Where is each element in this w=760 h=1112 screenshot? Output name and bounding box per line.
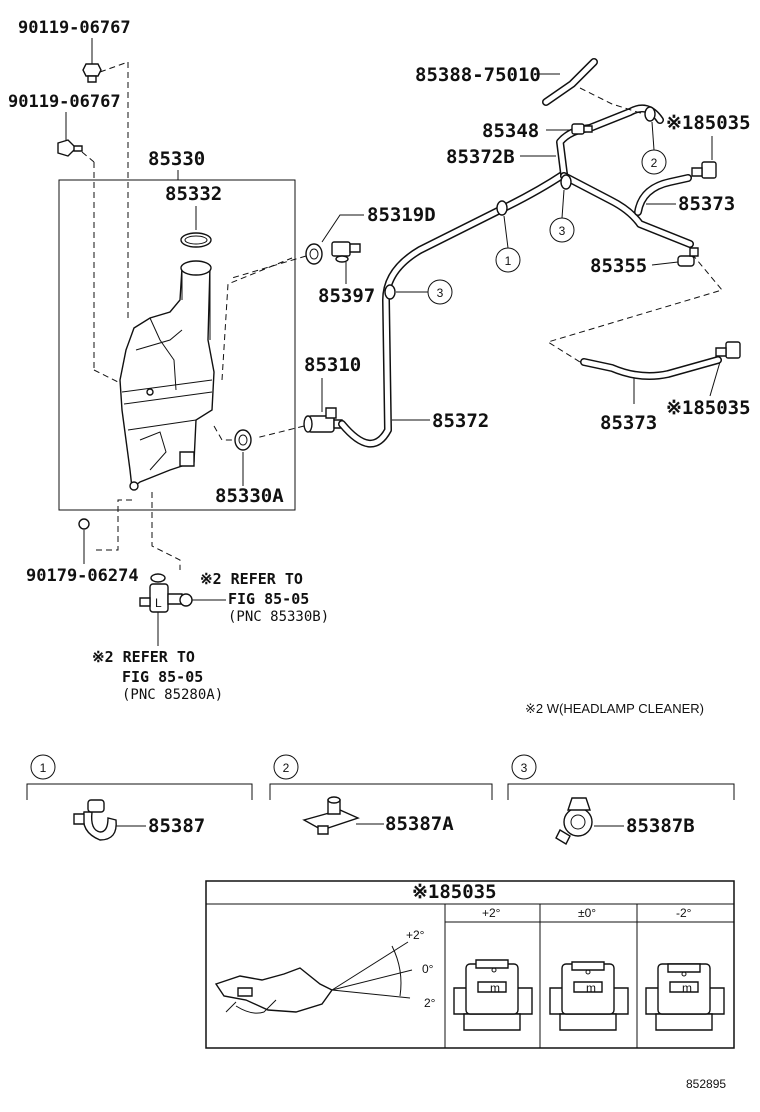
clamp-1-part: 85387 — [148, 815, 205, 837]
clamp-85387-icon — [74, 800, 116, 840]
hose-85372-label: 85372 — [432, 410, 489, 432]
dash-85319d — [232, 256, 306, 278]
refer-lower-line3: (PNC 85280A) — [122, 687, 223, 703]
hose-85372-icon — [342, 174, 564, 444]
dash-lower-route — [548, 254, 722, 362]
bolt-top-icon — [83, 64, 101, 82]
refer-lower-line2: FIG 85-05 — [122, 668, 203, 686]
dash-tank-pump — [152, 492, 180, 570]
refer-upper-line2: FIG 85-05 — [228, 590, 309, 608]
motor-85310-icon — [304, 408, 342, 432]
cap-gasket-icon — [181, 233, 211, 247]
nozzle-85397-icon — [332, 242, 360, 262]
check-85355-icon — [678, 248, 698, 266]
jet-view-plus2-icon: m — [454, 960, 532, 1030]
dash-screw-lower — [92, 500, 132, 550]
leader-85355 — [652, 262, 678, 265]
joint-85348-label: 85348 — [482, 120, 539, 142]
clamp-legend-3: 3 85387B — [508, 755, 734, 844]
callout-1: 1 — [505, 254, 512, 268]
dash-85310 — [256, 426, 304, 438]
grommet-85319d-label: 85319D — [367, 204, 436, 226]
headlamp-pump-icon: L — [140, 574, 192, 612]
callout-3a: 3 — [559, 224, 566, 238]
jet-top-label: ※185035 — [666, 112, 751, 134]
bolt-second-icon — [58, 140, 82, 156]
footnote-headlamp: ※2 W(HEADLAMP CLEANER) — [525, 701, 704, 716]
check-85355-label: 85355 — [590, 255, 647, 277]
clamp-85387a-icon — [304, 797, 358, 834]
nozzle-angle-icon — [216, 942, 412, 1013]
svg-text:m: m — [586, 981, 596, 995]
svg-text:2: 2 — [283, 761, 290, 775]
hose-85388-icon — [546, 62, 594, 102]
grommet-85330a-icon — [235, 430, 251, 450]
bolt-label-second: 90119-06767 — [8, 92, 121, 112]
screw-icon — [79, 519, 89, 529]
svg-text:m: m — [682, 981, 692, 995]
refer-upper-line1: ※2 REFER TO — [200, 570, 303, 588]
jet-bottom-icon — [716, 342, 740, 358]
clamp-marker-3a: 3 — [550, 175, 574, 242]
clamp-legend-2: 2 85387A — [270, 755, 492, 835]
dash-bolt-second-end — [94, 370, 122, 384]
svg-text:3: 3 — [521, 761, 528, 775]
refer-upper-line3: (PNC 85330B) — [228, 609, 329, 625]
leader-jet-bottom — [710, 362, 720, 396]
hose-85373-bottom-icon — [584, 360, 718, 376]
hose-85373-top-icon — [564, 176, 690, 244]
figure-id: 852895 — [686, 1077, 726, 1091]
leader-85319d — [322, 215, 364, 242]
jet-view-zero-icon: m — [550, 962, 628, 1030]
svg-text:1: 1 — [40, 761, 47, 775]
cap-label: 85332 — [165, 183, 222, 205]
hose-85388-label: 85388-75010 — [415, 64, 541, 86]
washer-tank-icon — [120, 261, 214, 490]
hose-85373-top-label: 85373 — [678, 193, 735, 215]
angle-label-down: 2° — [424, 996, 436, 1010]
adjust-table: ※185035 +2° ±0° -2° +2° 0° 2° m — [206, 881, 734, 1048]
clamp-marker-1: 1 — [496, 201, 520, 272]
dash-tank-right — [222, 258, 292, 380]
clamp-2-part: 85387A — [385, 813, 454, 835]
refer-lower-line1: ※2 REFER TO — [92, 648, 195, 666]
angle-label-zero: 0° — [422, 962, 434, 976]
motor-85310-label: 85310 — [304, 354, 361, 376]
dash-bolt-top — [100, 62, 128, 72]
clamp-85387b-icon — [556, 798, 592, 844]
hose-85373-bottom-label: 85373 — [600, 412, 657, 434]
clamp-3-part: 85387B — [626, 815, 695, 837]
svg-text:m: m — [490, 981, 500, 995]
tank-assy-box — [59, 180, 295, 510]
callout-2: 2 — [651, 156, 658, 170]
clamp-marker-2: 2 — [642, 107, 666, 174]
jet-bottom-label: ※185035 — [666, 397, 751, 419]
angle-label-up: +2° — [406, 928, 425, 942]
joint-85348-icon — [572, 124, 592, 134]
adjust-col-zero: ±0° — [578, 906, 596, 920]
adjust-table-title: ※185035 — [412, 881, 497, 903]
nozzle-85397-label: 85397 — [318, 285, 375, 307]
hose-85372b-label: 85372B — [446, 146, 515, 168]
hose-85372b-icon — [560, 108, 660, 174]
adjust-table-frame — [206, 881, 734, 1048]
dash-bolt-second — [82, 152, 94, 162]
dash-tank-grommet — [214, 426, 236, 440]
adjust-col-minus2: -2° — [676, 906, 692, 920]
svg-text:L: L — [155, 596, 162, 610]
adjust-col-plus2: +2° — [482, 906, 501, 920]
dash-85388 — [580, 88, 650, 116]
clamp-marker-3b: 3 — [385, 280, 452, 304]
screw-label: 90179-06274 — [26, 566, 139, 586]
bolt-label-top: 90119-06767 — [18, 18, 131, 38]
clamp-legend-1: 1 85387 — [27, 755, 252, 840]
grommet-85319d-icon — [306, 244, 322, 264]
grommet-85330a-label: 85330A — [215, 485, 284, 507]
jet-top-icon — [692, 162, 716, 178]
callout-3b: 3 — [437, 286, 444, 300]
tank-assy-label: 85330 — [148, 148, 205, 170]
jet-view-minus2-icon: m — [646, 964, 724, 1030]
